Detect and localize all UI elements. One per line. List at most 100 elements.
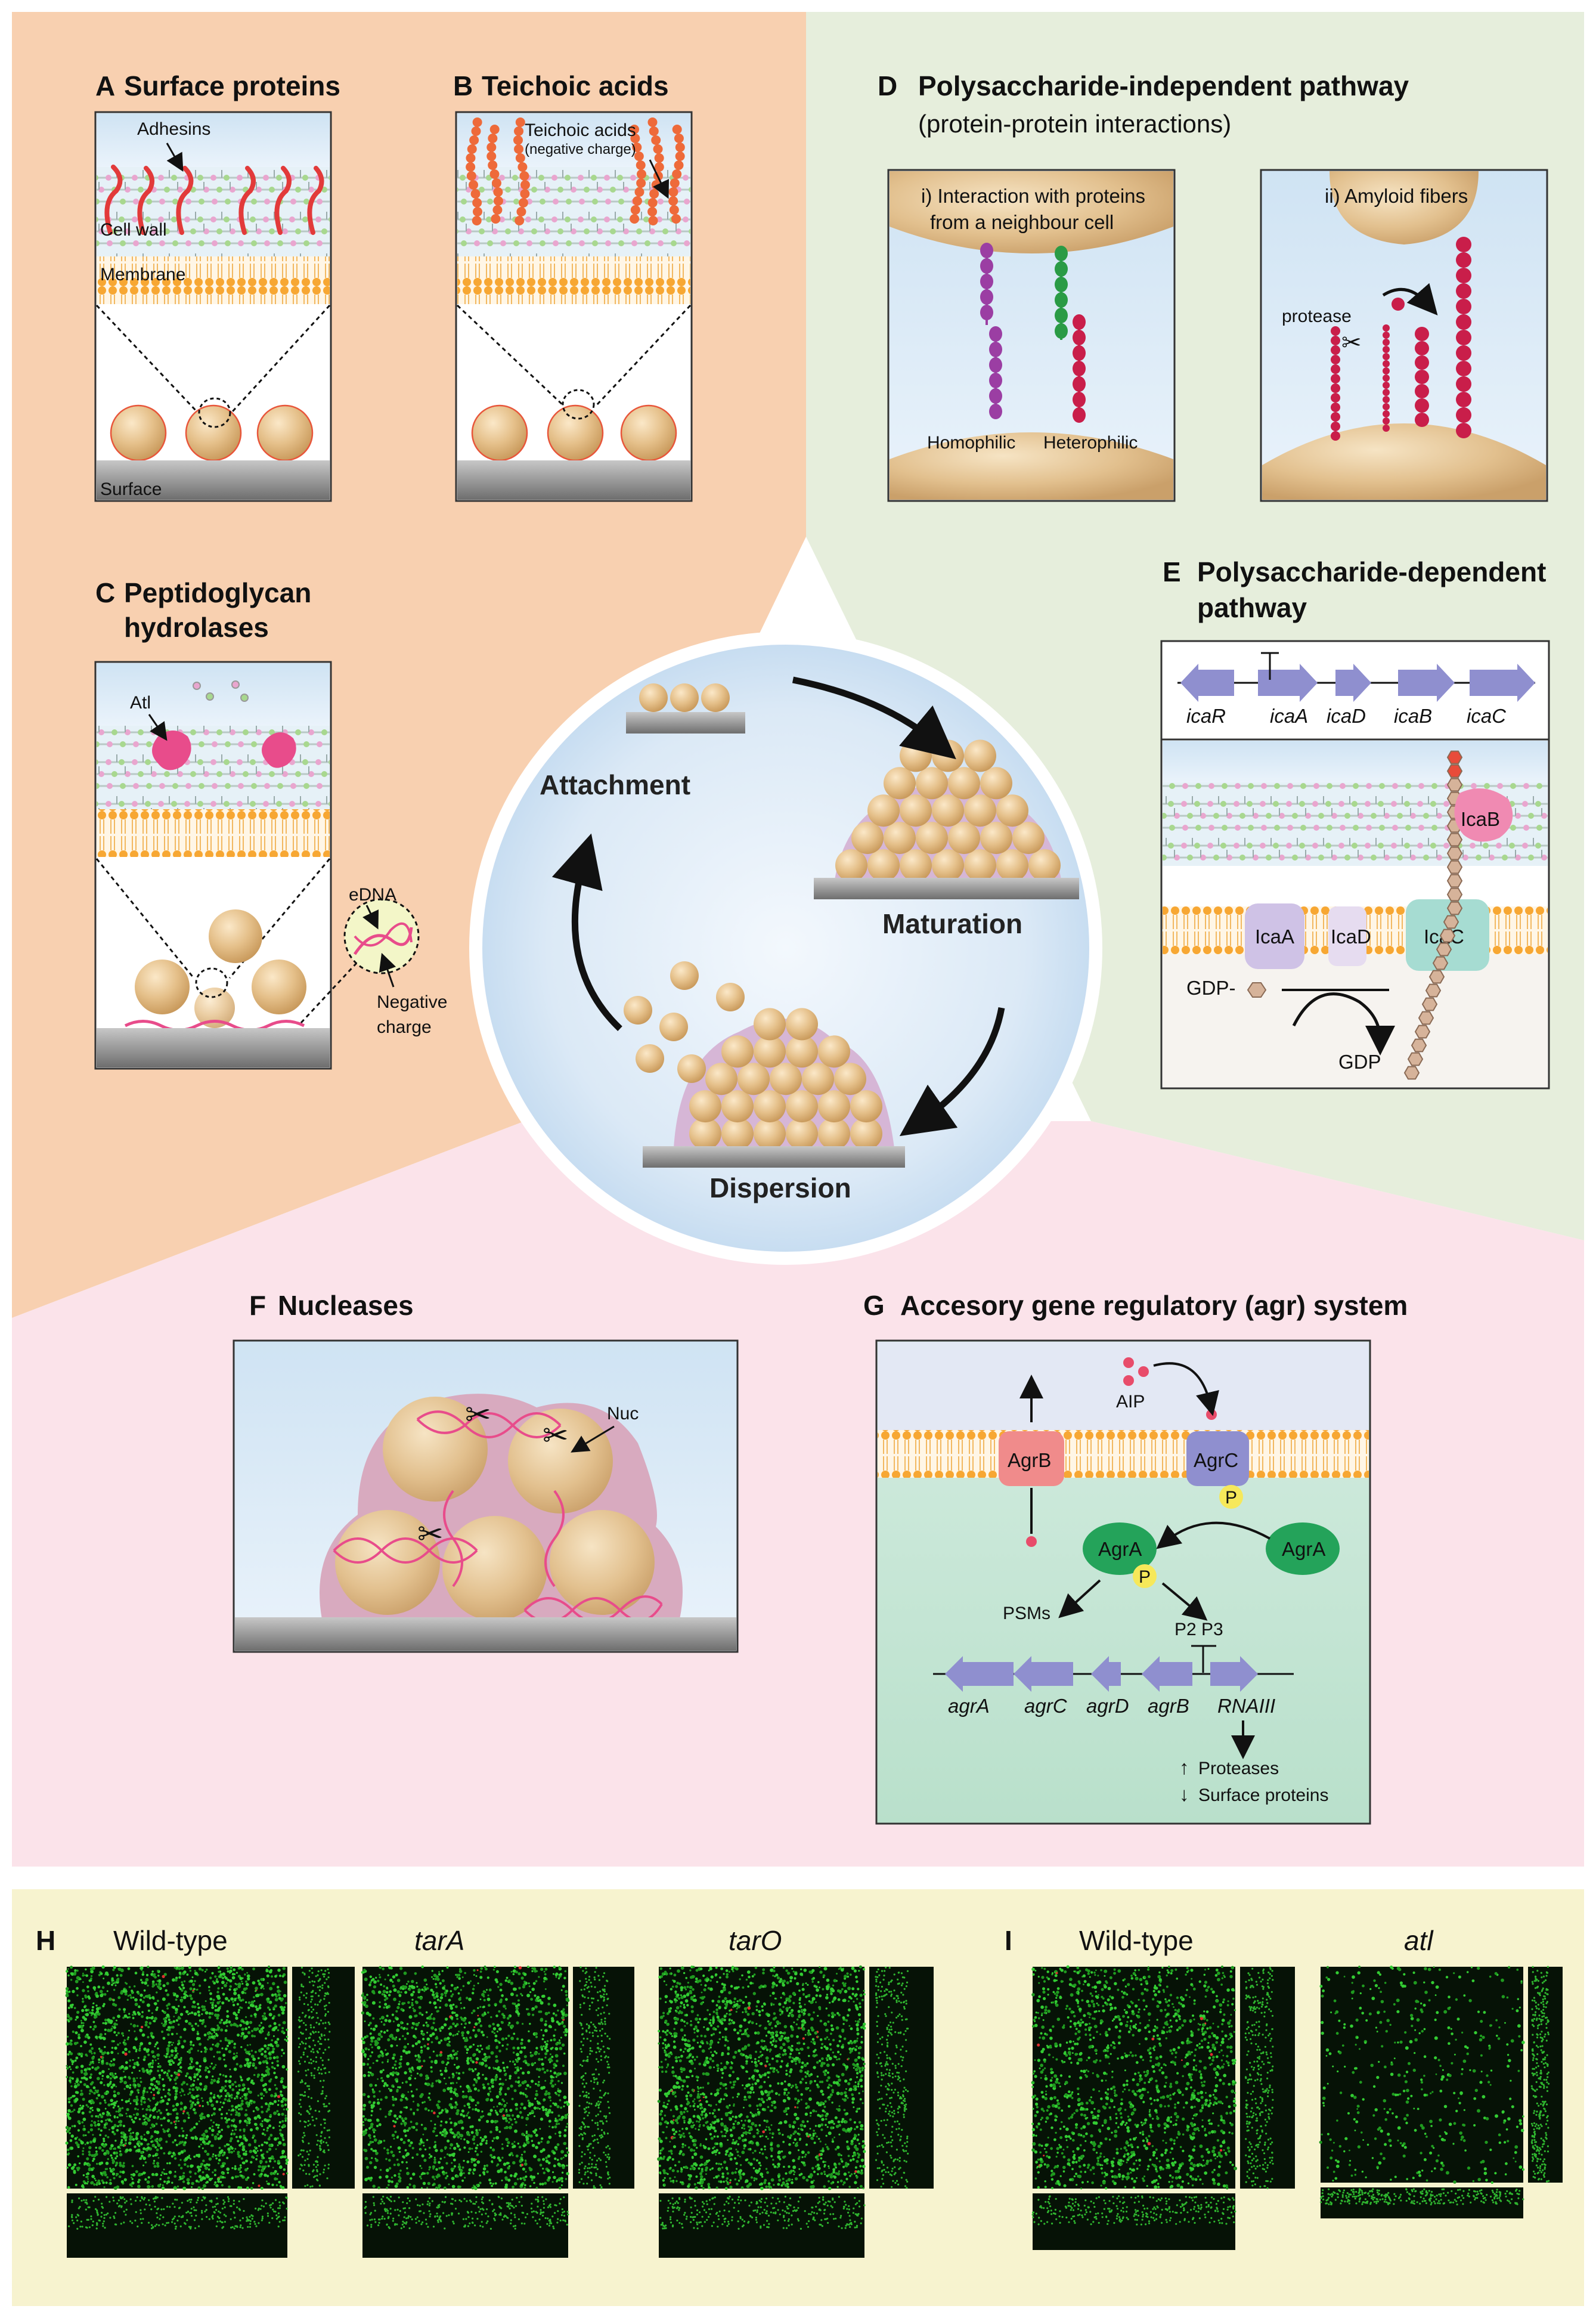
cell-dot bbox=[370, 2104, 373, 2107]
cell-dot bbox=[181, 2175, 185, 2178]
cell-dot bbox=[247, 2026, 250, 2029]
protein-domain bbox=[1073, 314, 1086, 330]
cell-dot bbox=[227, 2196, 230, 2198]
cell-dot bbox=[525, 2087, 528, 2090]
cell-dot bbox=[249, 2003, 253, 2007]
cell-dot bbox=[396, 1990, 400, 1994]
cell-dot bbox=[75, 2079, 79, 2084]
cell-dot bbox=[233, 2053, 235, 2055]
cell-dot bbox=[143, 2101, 146, 2104]
gene-arrow bbox=[1180, 664, 1234, 702]
cell-dot bbox=[203, 2046, 207, 2050]
cell-dot bbox=[281, 2186, 285, 2190]
cell-dot bbox=[86, 2202, 88, 2205]
cell-dot bbox=[540, 2029, 543, 2031]
cell-dot bbox=[430, 2014, 432, 2016]
cell-dot bbox=[515, 2066, 517, 2069]
cell-dot bbox=[153, 2003, 156, 2004]
cell-dot bbox=[371, 2046, 373, 2048]
adhesin bbox=[104, 165, 123, 235]
cell-dot bbox=[229, 2075, 232, 2078]
cell-dot bbox=[306, 2150, 308, 2153]
biofilm-cell bbox=[721, 1118, 754, 1150]
cell-dot bbox=[238, 1966, 242, 1969]
teichoic-bead bbox=[515, 153, 525, 163]
cell-dot bbox=[522, 2023, 524, 2025]
cell-dot bbox=[327, 2149, 330, 2151]
cell-dot bbox=[153, 2094, 156, 2096]
biofilm-cell bbox=[1012, 822, 1045, 855]
cell-dot bbox=[196, 2037, 200, 2041]
cell-dot bbox=[219, 2220, 221, 2223]
cell-dot bbox=[554, 2064, 557, 2068]
cell-dot bbox=[490, 2078, 494, 2082]
cell-dot bbox=[362, 2124, 365, 2127]
cell-dot bbox=[303, 2134, 306, 2137]
cell-dot bbox=[433, 1973, 437, 1977]
cell-dot bbox=[523, 1973, 527, 1976]
cell-dot bbox=[71, 2077, 75, 2080]
cell-dot bbox=[159, 2214, 162, 2217]
teichoic-bead bbox=[517, 162, 528, 172]
cell-dot bbox=[308, 2165, 310, 2167]
cell-dot bbox=[129, 2198, 132, 2201]
cell-dot bbox=[380, 2035, 383, 2038]
cell-dot bbox=[244, 2096, 248, 2100]
bacterial-cell bbox=[547, 404, 604, 462]
cell-dot bbox=[479, 2024, 483, 2028]
cell-dot bbox=[235, 1972, 238, 1974]
cell-dot bbox=[77, 2120, 80, 2124]
cell-dot bbox=[263, 2157, 265, 2159]
cell-dot bbox=[420, 2030, 423, 2033]
cell-dot bbox=[221, 2175, 225, 2179]
cell-dot bbox=[187, 2093, 190, 2096]
cell-dot bbox=[174, 2126, 178, 2129]
cell-dot bbox=[137, 2088, 140, 2092]
cell-dot bbox=[157, 2063, 160, 2065]
cell-dot bbox=[181, 2215, 184, 2218]
cell-dot bbox=[416, 2072, 419, 2075]
cell-dot bbox=[410, 2074, 413, 2076]
cell-dot bbox=[410, 2090, 413, 2093]
cell-dot bbox=[98, 2146, 102, 2150]
cell-dot bbox=[141, 2033, 145, 2037]
cell-dot bbox=[110, 2154, 113, 2157]
cell-dot bbox=[274, 2092, 277, 2095]
cell-dot bbox=[305, 2042, 307, 2045]
panel-f-letter: F bbox=[249, 1290, 266, 1321]
biofilm-cell bbox=[916, 767, 948, 800]
cell-dot bbox=[117, 2121, 120, 2124]
cell-dot bbox=[86, 2141, 89, 2144]
cell-dot bbox=[225, 2047, 228, 2051]
teichoic-bead bbox=[466, 153, 476, 163]
cell-dot bbox=[156, 2216, 159, 2219]
ica-gene-label: icaR bbox=[1186, 705, 1226, 727]
cell-dot bbox=[538, 2081, 540, 2083]
cell-dot bbox=[244, 1992, 247, 1994]
cell-dot bbox=[209, 1992, 212, 1995]
cell-dot bbox=[128, 2130, 131, 2132]
cell-dot bbox=[86, 1985, 89, 1989]
cell-dot bbox=[564, 2034, 568, 2037]
cell-dot bbox=[404, 2149, 407, 2152]
cell-dot bbox=[505, 2079, 507, 2081]
cell-dot bbox=[170, 2049, 174, 2053]
cell-dot bbox=[439, 2124, 442, 2127]
biofilm-cell bbox=[916, 822, 948, 855]
cell-dot bbox=[160, 2146, 163, 2150]
cell-dot bbox=[116, 2034, 118, 2037]
cell-dot bbox=[386, 2014, 389, 2017]
cell-dot bbox=[197, 2010, 200, 2014]
cell-dot bbox=[369, 2083, 373, 2087]
cell-dot bbox=[400, 2058, 402, 2060]
cell-dot bbox=[218, 2108, 222, 2111]
cell-dot bbox=[312, 1984, 315, 1986]
cell-dot bbox=[112, 1982, 114, 1985]
cell-dot bbox=[312, 2169, 315, 2171]
cell-dot bbox=[302, 2051, 305, 2054]
cell-dot bbox=[156, 2006, 159, 2009]
panel-g-letter: G bbox=[863, 1290, 885, 1321]
cell-dot bbox=[188, 2199, 191, 2201]
amyloid-subunit bbox=[1415, 398, 1429, 413]
cell-dot bbox=[202, 2105, 204, 2107]
